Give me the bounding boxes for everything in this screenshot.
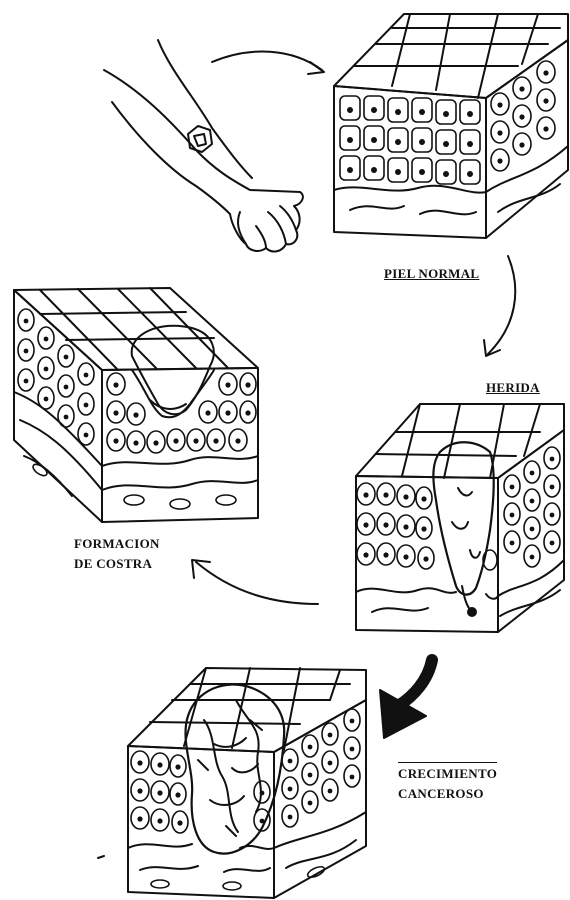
label-scab-line2: DE COSTRA <box>74 554 160 574</box>
normal-skin-block <box>334 14 568 238</box>
scab-formation-block <box>14 288 258 522</box>
label-normal-skin: PIEL NORMAL <box>384 266 479 282</box>
label-cancerous-growth: CRECIMIENTO CANCEROSO <box>398 762 497 804</box>
label-wound: HERIDA <box>486 380 540 396</box>
arrow-normal-to-wound <box>484 256 515 356</box>
arrow-arm-to-normal <box>212 52 324 74</box>
arrow-wound-to-scab <box>192 560 318 604</box>
mole-lesion <box>188 126 212 152</box>
bold-arrow-to-cancer <box>380 660 432 738</box>
label-scab-formation: FORMACION DE COSTRA <box>74 534 160 574</box>
cancerous-growth-block <box>128 668 366 898</box>
label-cancer-line1: CRECIMIENTO <box>398 762 497 784</box>
wound-block <box>356 404 564 632</box>
stray-mark <box>98 856 104 858</box>
label-scab-line1: FORMACION <box>74 534 160 554</box>
arm-illustration <box>104 40 303 251</box>
label-cancer-line2: CANCEROSO <box>398 784 497 804</box>
